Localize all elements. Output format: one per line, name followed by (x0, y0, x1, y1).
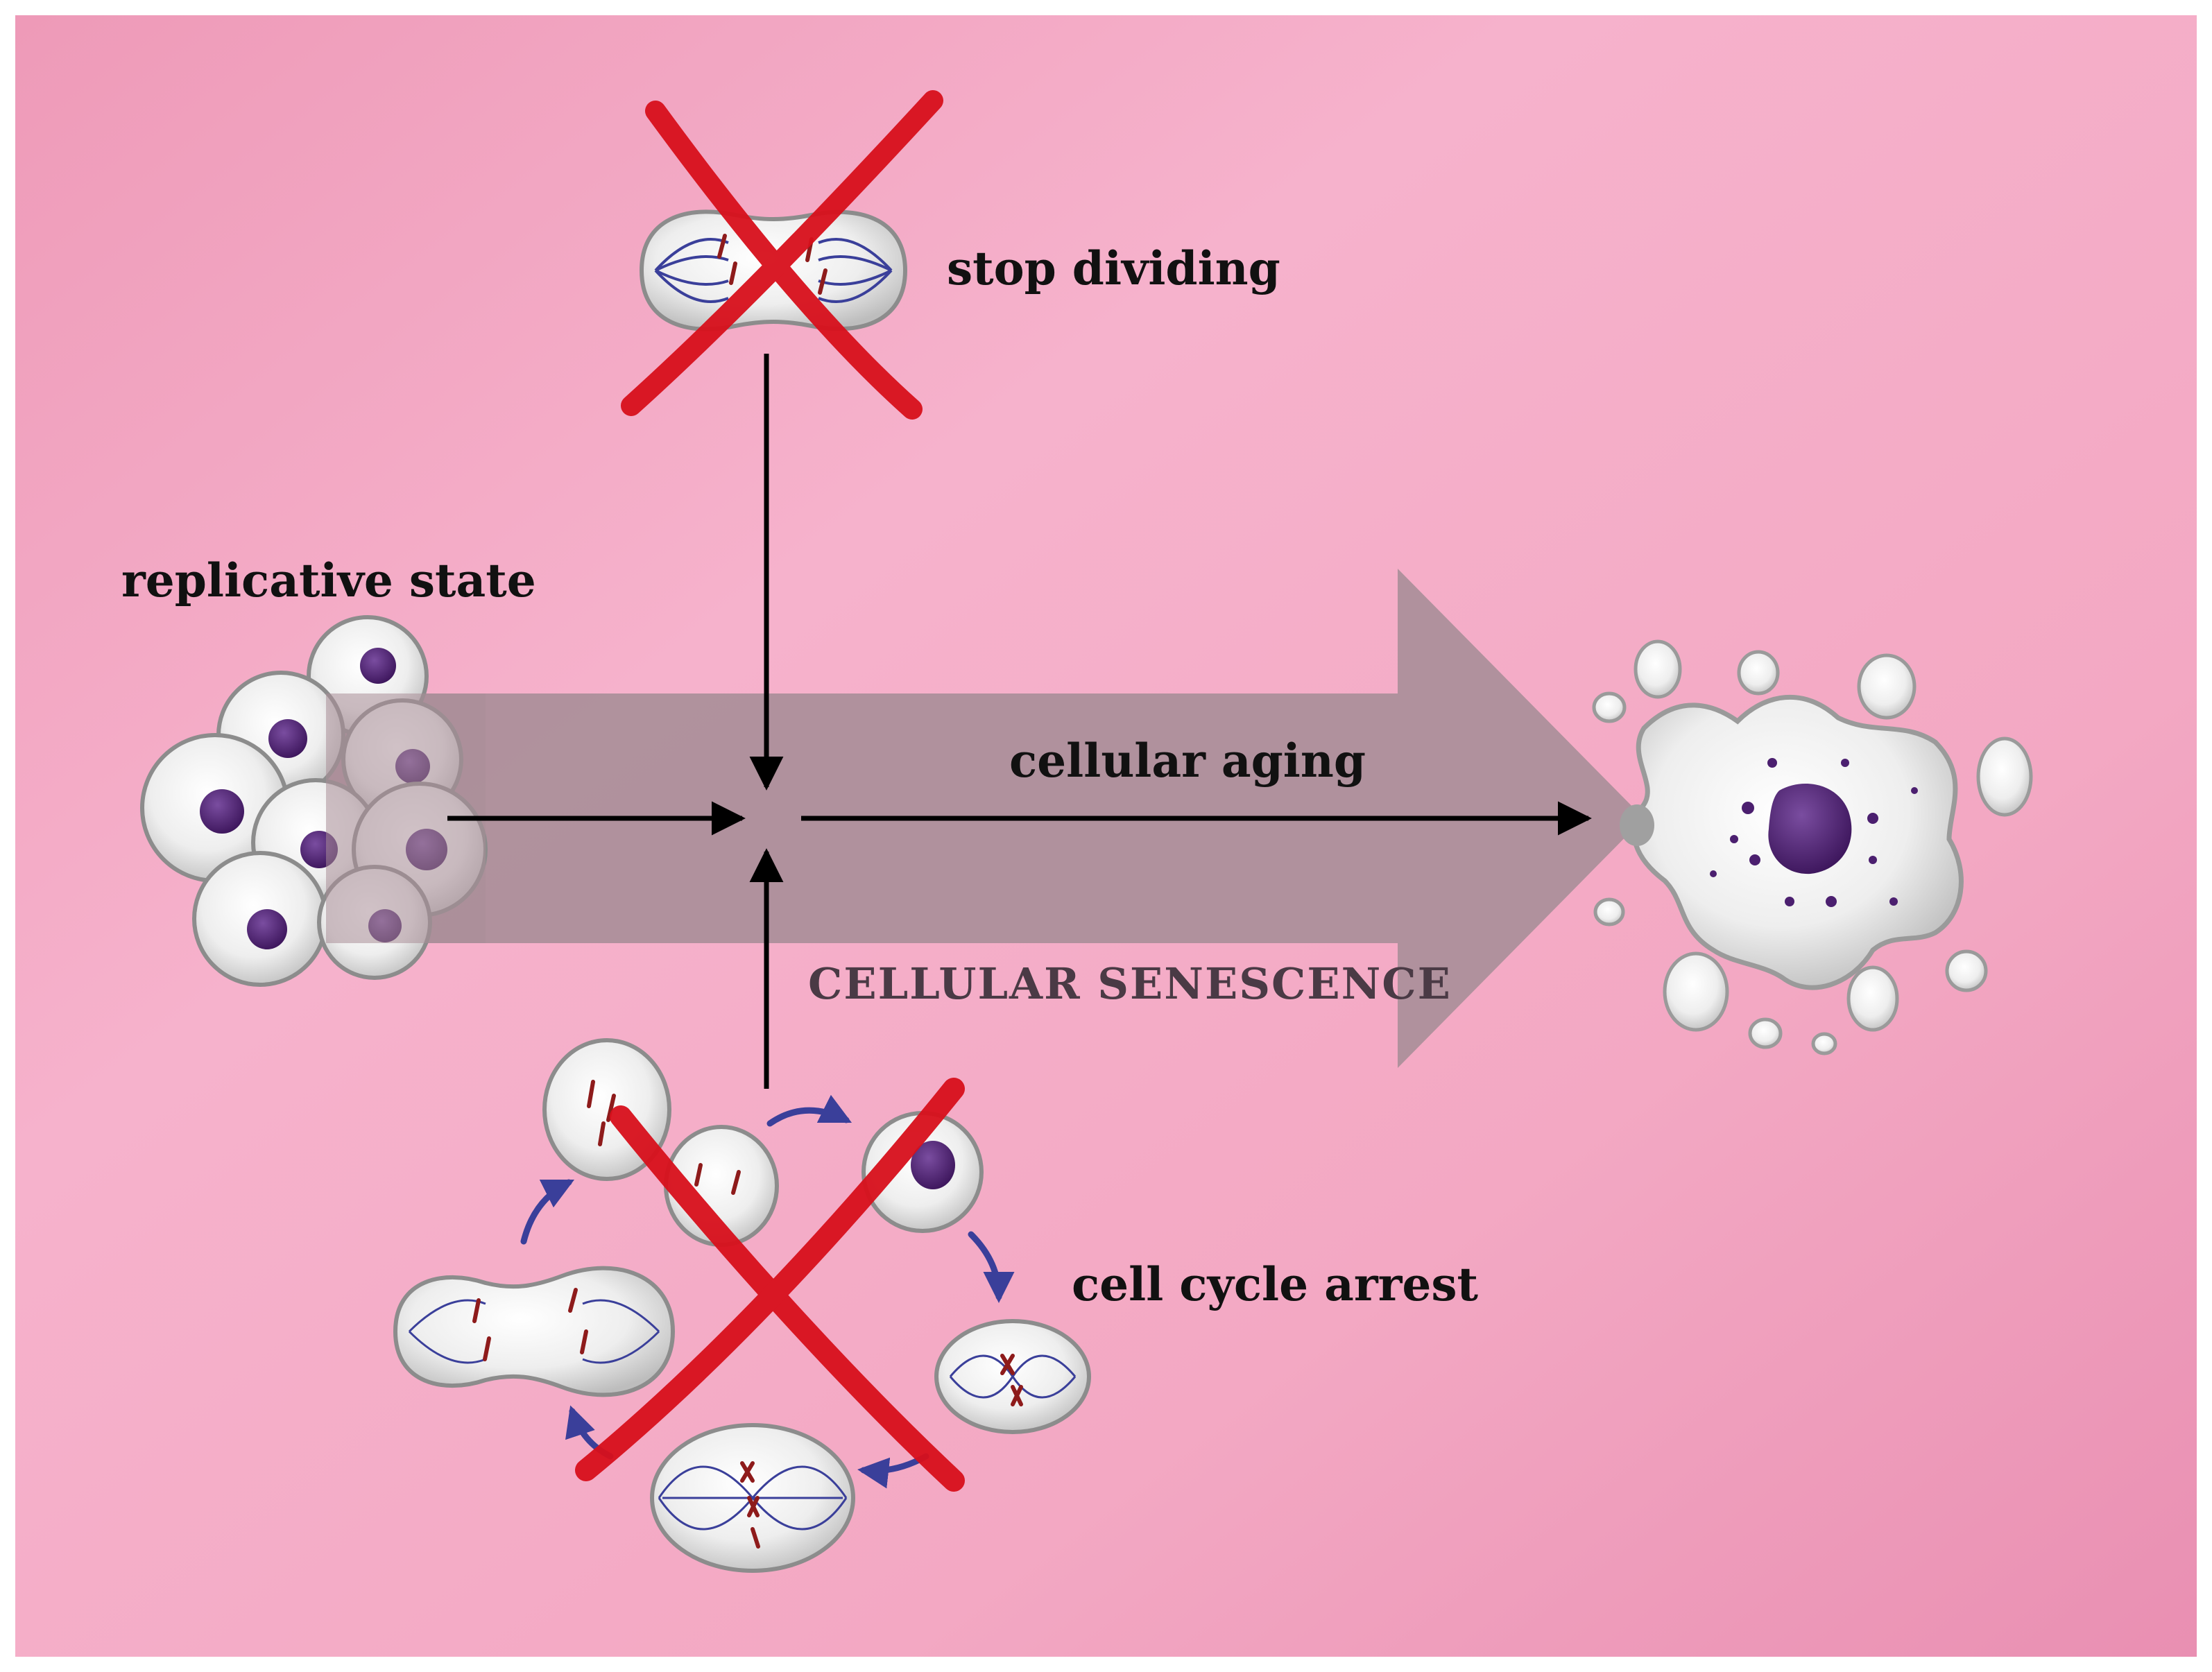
replicative-cell-cluster (140, 615, 488, 987)
label-cellular-aging: cellular aging (1009, 734, 1366, 788)
label-cell-cycle-arrest: cell cycle arrest (1072, 1257, 1479, 1311)
label-replicative-state: replicative state (121, 553, 536, 607)
red-cross-top (621, 90, 943, 420)
flow-arrows (447, 354, 1592, 1089)
senescent-cell (1592, 639, 2033, 1055)
label-stop-dividing: stop dividing (947, 241, 1280, 295)
label-cellular-senescence: CELLULAR SENESCENCE (808, 958, 1452, 1009)
red-cross-bottom (575, 1078, 965, 1492)
